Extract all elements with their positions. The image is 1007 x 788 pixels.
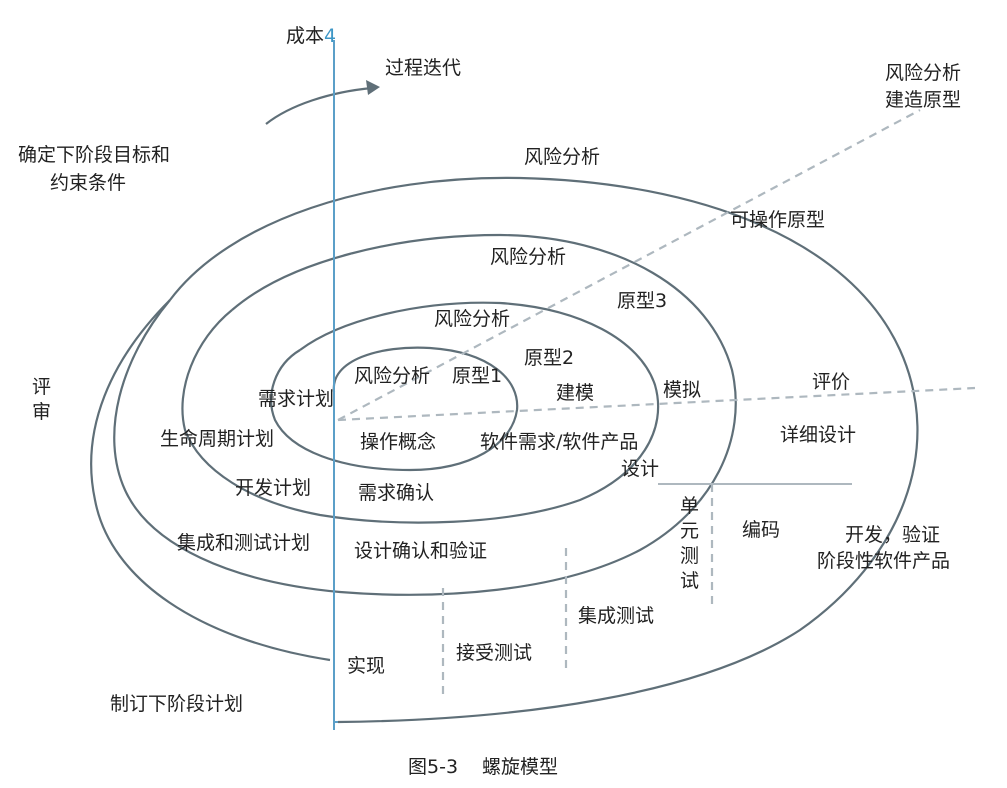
develop-verify-label-line2: 阶段性软件产品	[817, 550, 950, 572]
lifecycle-plan-label: 生命周期计划	[160, 428, 274, 450]
cost-axis-label: 成本4	[286, 25, 336, 47]
axes	[333, 40, 338, 730]
modeling-label: 建模	[556, 382, 594, 404]
prototype1-label: 原型1	[452, 365, 502, 387]
coding-label: 编码	[742, 519, 780, 541]
integration-test-label: 集成测试	[578, 605, 654, 627]
spiral	[90, 176, 919, 724]
dev-plan-label: 开发计划	[235, 477, 311, 499]
review-label-line2: 审	[32, 401, 51, 423]
figure-number: 图5-3	[408, 756, 458, 778]
acceptance-test-label: 接受测试	[456, 642, 532, 664]
simulation-label: 模拟	[663, 379, 701, 401]
risk-build-label-line2: 建造原型	[885, 89, 961, 111]
define-goals-label-line1: 确定下阶段目标和	[18, 144, 170, 166]
spiral-ring-1	[270, 346, 519, 472]
next-phase-plan-label: 制订下阶段计划	[110, 693, 243, 715]
design-label: 设计	[621, 458, 659, 480]
review-label-line1: 评	[32, 376, 51, 398]
figure-caption: 图5-3 螺旋模型	[408, 756, 558, 778]
process-iteration-arrow	[265, 80, 380, 125]
design-verification-label: 设计确认和验证	[354, 540, 487, 562]
risk-analysis-outer-label: 风险分析	[524, 146, 600, 168]
risk-analysis-ring2-label: 风险分析	[434, 308, 510, 330]
prototype2-label: 原型2	[524, 347, 574, 369]
requirements-confirm-label: 需求确认	[358, 482, 434, 504]
spiral-outer-left-arc	[90, 299, 331, 662]
process-iteration-label: 过程迭代	[385, 57, 461, 79]
dashed-lines	[337, 109, 976, 700]
risk-build-label-line1: 风险分析	[885, 62, 961, 84]
unit-test-label-line3: 测	[680, 545, 699, 567]
spiral-ring-2	[181, 301, 660, 524]
operation-concept-label: 操作概念	[360, 430, 436, 453]
evaluation-label: 评价	[812, 371, 850, 393]
unit-test-label-line2: 元	[680, 520, 699, 542]
define-goals-label-line2: 约束条件	[50, 172, 126, 194]
cost-number: 4	[324, 25, 336, 47]
operable-prototype-label: 可操作原型	[730, 209, 825, 231]
implementation-label: 实现	[347, 655, 385, 677]
unit-test-label-line4: 试	[680, 570, 699, 592]
spiral-ring-3	[113, 233, 737, 596]
software-requirements-label: 软件需求/软件产品	[480, 431, 638, 453]
figure-title: 螺旋模型	[482, 756, 558, 778]
integration-test-plan-label: 集成和测试计划	[177, 532, 310, 554]
detailed-design-label: 详细设计	[780, 424, 856, 446]
risk-analysis-ring3-label: 风险分析	[490, 246, 566, 268]
spiral-ring-4	[169, 176, 919, 724]
arrow-head-icon	[366, 80, 380, 95]
diagonal-dashed-line	[337, 109, 921, 421]
prototype3-label: 原型3	[617, 290, 667, 312]
requirements-plan-label: 需求计划	[258, 388, 334, 410]
unit-test-label-line1: 单	[680, 495, 699, 517]
risk-analysis-inner-label: 风险分析	[354, 365, 430, 387]
cost-label: 成本	[286, 25, 324, 47]
develop-verify-label-line1: 开发，验证	[845, 524, 940, 546]
